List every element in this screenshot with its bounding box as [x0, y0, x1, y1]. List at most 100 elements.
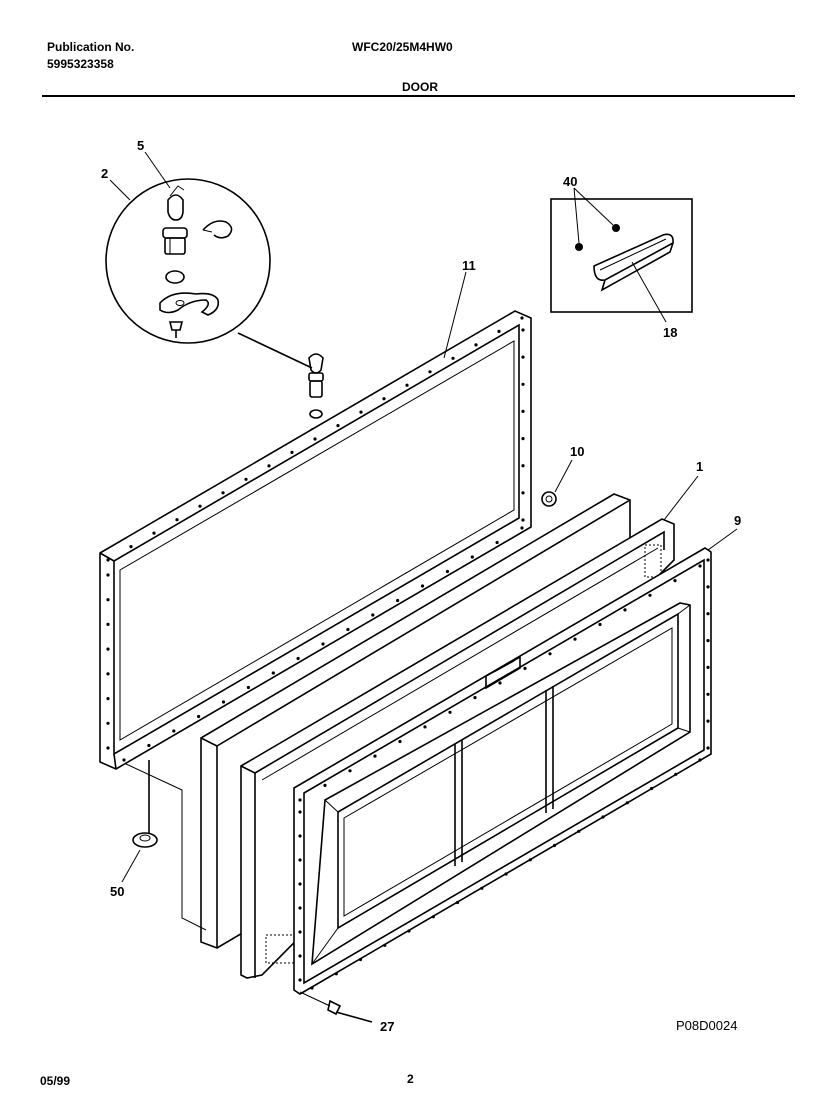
screw-hole [706, 665, 710, 670]
screw-hole [221, 491, 225, 495]
screw-hole [407, 929, 411, 933]
callout-40: 40 [563, 174, 577, 189]
screw-hole [106, 598, 110, 602]
screw-hole [648, 593, 652, 597]
screw-hole [197, 714, 201, 719]
screw-hole [106, 672, 110, 676]
callout-50: 50 [110, 884, 124, 899]
screw-hole [323, 783, 327, 788]
screw-hole [246, 685, 250, 690]
screw-hole [371, 613, 375, 617]
diagram-code: P08D0024 [676, 1018, 737, 1033]
screw-hole [706, 719, 710, 723]
screw-hole [623, 608, 627, 612]
screw-hole [706, 585, 710, 589]
screw-hole [244, 477, 248, 481]
screw-hole [298, 810, 302, 814]
screw-hole [521, 409, 525, 413]
bumper [541, 491, 557, 507]
screw-hole [706, 612, 710, 616]
screw-hole [382, 397, 386, 401]
screw-hole [480, 886, 484, 890]
screw-hole [528, 858, 532, 862]
screw-hole [271, 671, 275, 675]
screw-hole [573, 637, 577, 641]
screw-hole [455, 900, 460, 905]
screw-hole [698, 564, 702, 568]
screw-hole [106, 697, 110, 701]
screw-hole [267, 464, 271, 468]
screw-hole [577, 829, 581, 833]
screw-hole [348, 769, 352, 773]
callout-9: 9 [734, 513, 741, 528]
screw-hole [451, 356, 455, 360]
screw-hole [290, 450, 294, 454]
screw-hole [706, 746, 710, 750]
screw-hole [313, 437, 317, 441]
screw-hole [706, 692, 710, 696]
screw-hole [198, 504, 202, 508]
callout-5: 5 [137, 138, 144, 153]
screw-hole [298, 906, 302, 910]
screw-hole [172, 729, 176, 733]
screw-hole [373, 754, 377, 758]
handle-detail-box [550, 187, 693, 323]
screw-hole [398, 739, 402, 744]
gasket-frame [293, 547, 712, 995]
screw-hole [298, 978, 302, 982]
screw-hole [221, 700, 226, 704]
screw-hole [521, 491, 525, 495]
screw-hole [336, 424, 340, 428]
screw-hole [106, 721, 110, 725]
screw-hole [521, 328, 525, 332]
screw-hole [521, 355, 525, 359]
footer-page-number: 2 [407, 1072, 414, 1086]
screw-hole [152, 531, 156, 535]
inner-door-panel [99, 310, 532, 770]
callout-18: 18 [663, 325, 677, 340]
screw-hole [298, 930, 302, 934]
screw-hole [420, 584, 425, 588]
footer-date: 05/99 [40, 1074, 71, 1088]
header-rule [42, 95, 795, 97]
callout-10: 10 [570, 444, 584, 459]
screw-hole [298, 834, 302, 838]
screw-hole [674, 772, 678, 776]
screw-hole [706, 639, 710, 643]
screw-hole [405, 383, 409, 387]
screw-hole [498, 681, 502, 685]
screw-hole [474, 343, 478, 347]
screw-hole [548, 652, 552, 656]
screw-hole [706, 558, 710, 562]
callout-1: 1 [696, 459, 703, 474]
screw-hole [298, 954, 302, 958]
screw [299, 991, 373, 1023]
screw-hole [495, 540, 499, 545]
screw-hole [396, 598, 400, 603]
publication-label: Publication No. [47, 40, 135, 54]
screw-hole [359, 410, 363, 414]
screw-hole [523, 666, 527, 671]
screw-hole [106, 558, 110, 562]
screw-hole [521, 437, 525, 441]
screw-hole [106, 647, 110, 651]
screw-hole [470, 555, 474, 559]
callout-11: 11 [462, 258, 476, 273]
screw-hole [310, 986, 314, 990]
screw-hole [601, 815, 605, 819]
hinge-detail-circle [105, 178, 271, 344]
screw-hole [521, 464, 525, 468]
screw-hole [521, 382, 525, 386]
screw-hole [106, 746, 110, 750]
foot [132, 760, 158, 848]
model-number: WFC20/25M4HW0 [352, 40, 453, 54]
screw-hole [504, 872, 508, 876]
screw-hole [334, 972, 338, 976]
screw-hole [428, 370, 432, 374]
screw-hole [473, 696, 477, 700]
screw-hole [129, 545, 133, 549]
screw-hole [147, 743, 151, 748]
screw-hole [673, 579, 677, 583]
publication-number: 5995323358 [47, 57, 114, 71]
screw-hole [106, 573, 110, 577]
